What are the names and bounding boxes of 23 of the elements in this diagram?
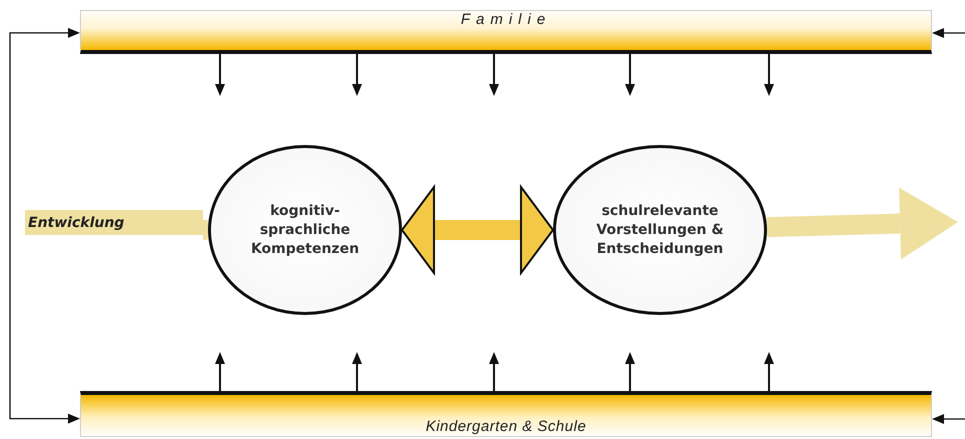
arrow (352, 54, 362, 96)
band-label: Kindergarten & Schule (426, 418, 586, 435)
arrow (215, 352, 225, 391)
context-band (80, 10, 932, 54)
arrow (625, 352, 635, 391)
context-band (80, 391, 932, 437)
node-label: kognitiv-sprachliche Kompetenzen (250, 202, 360, 258)
arrow (489, 352, 499, 391)
arrow (764, 352, 774, 391)
arrow (764, 54, 774, 96)
arrow (9, 28, 80, 424)
arrow (932, 28, 965, 38)
arrow (766, 188, 958, 260)
arrow (625, 54, 635, 96)
development-band (25, 210, 203, 235)
band-label: Familie (460, 11, 552, 28)
arrow (352, 352, 362, 391)
band-label: Entwicklung (27, 214, 124, 230)
arrow (401, 186, 554, 274)
arrow (932, 414, 965, 424)
node-label: schulrelevante Vorstellungen & Entscheidungen (595, 202, 725, 258)
arrow (489, 54, 499, 96)
arrow (215, 54, 225, 96)
